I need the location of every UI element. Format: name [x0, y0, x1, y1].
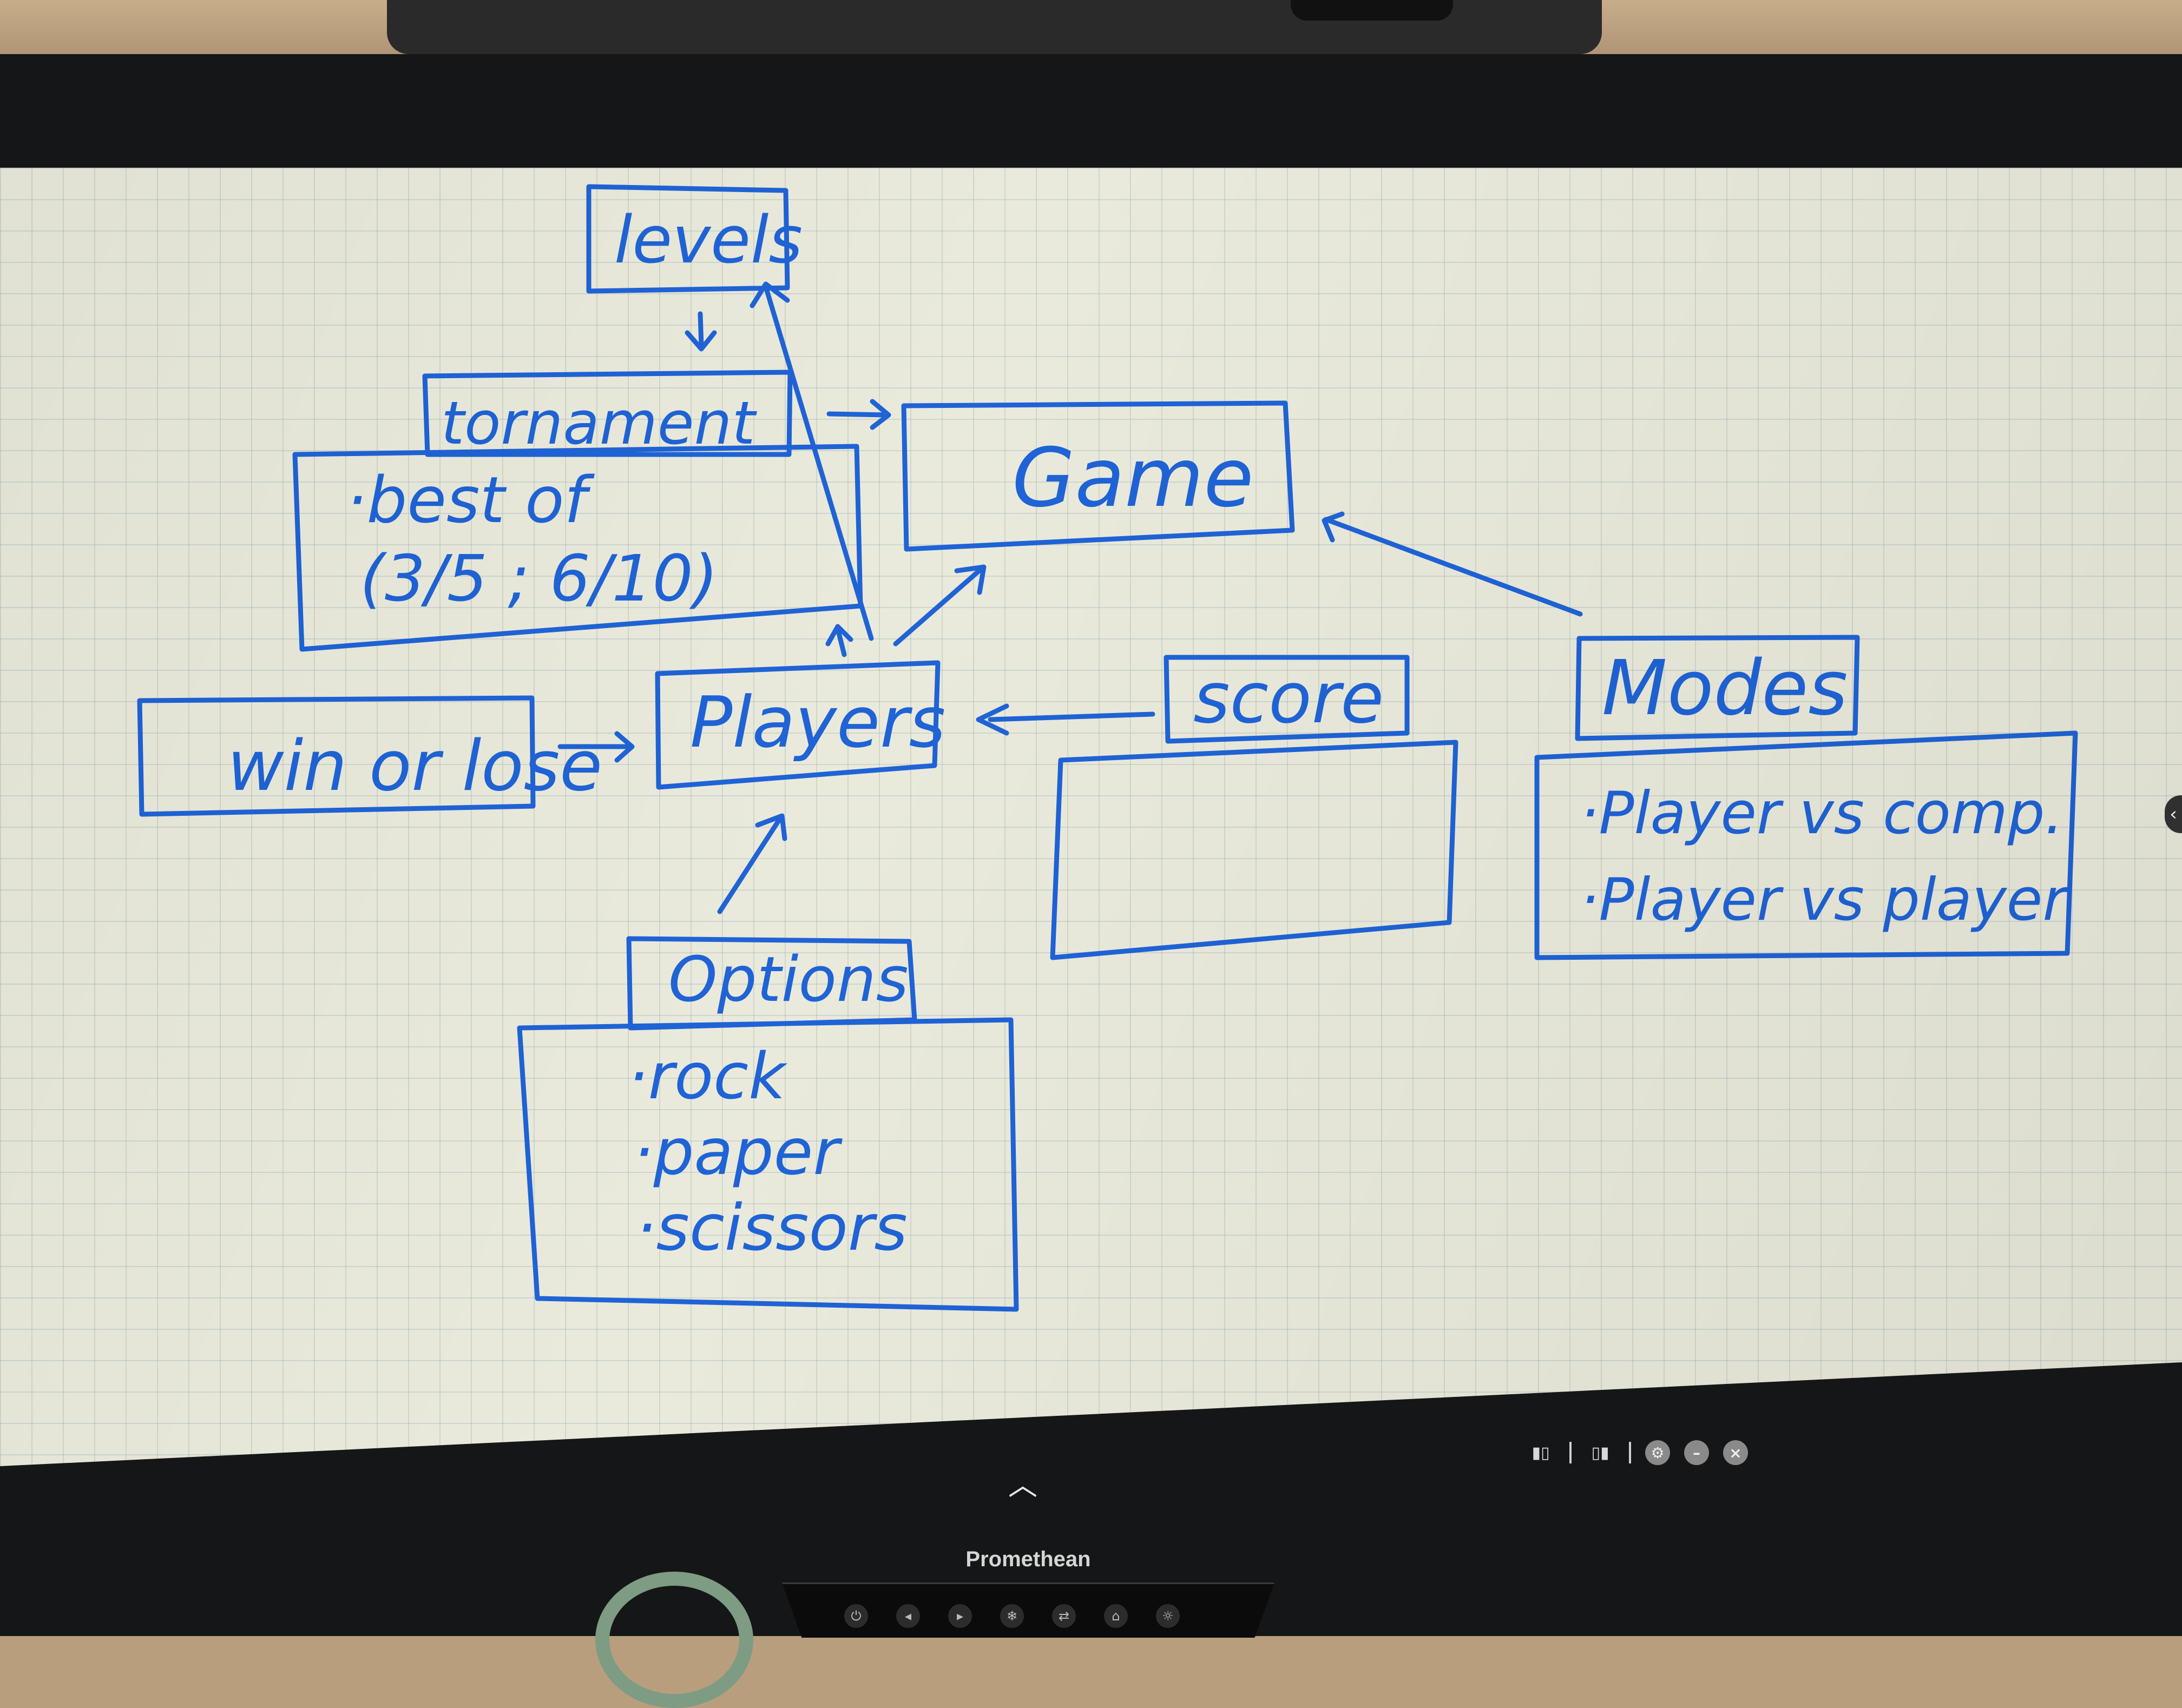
whiteboard-drawing: levels tornament ·best of (3/5 ; 6/10) G… [137, 184, 2078, 1312]
toolbar-divider [1629, 1442, 1631, 1463]
home-icon[interactable]: ⌂ [1104, 1604, 1128, 1628]
chevron-up-icon[interactable]: ︿ [1008, 1468, 1037, 1502]
score-label: score [1193, 657, 1384, 739]
game-label: Game [1012, 431, 1254, 525]
whiteboard-screen[interactable]: levels tornament ·best of (3/5 ; 6/10) G… [0, 168, 2182, 1466]
win-or-lose-box [137, 695, 536, 817]
cable [595, 1572, 753, 1708]
modes-label: Modes [1602, 644, 1848, 733]
arrow-players-to-tournament [825, 624, 853, 657]
arrow-levels-to-tournament [685, 311, 717, 352]
modes-item-1: ·Player vs comp. [1580, 780, 2063, 847]
options-list-box [517, 1017, 1019, 1312]
arrow-players-to-levels [750, 281, 874, 641]
arrow-modes-to-game [1322, 511, 1583, 617]
front-panel-buttons: ⏻ ◂ ▸ ❄ ⇄ ⌂ ☼ [844, 1604, 1180, 1628]
tournament-note-2: (3/5 ; 6/10) [360, 541, 718, 616]
camera-lens [1291, 0, 1453, 21]
volume-up-icon[interactable]: ▸ [948, 1604, 972, 1628]
options-item-paper: ·paper [633, 1115, 843, 1189]
options-item-scissors: ·scissors [636, 1190, 908, 1265]
arrow-tournament-to-game [826, 399, 891, 430]
score-box [1164, 655, 1410, 744]
power-icon[interactable]: ⏻ [844, 1604, 868, 1628]
split-view-left-icon[interactable]: ▮▯ [1532, 1443, 1550, 1462]
options-label: Options [668, 944, 909, 1016]
split-view-right-icon[interactable]: ▯▮ [1591, 1443, 1609, 1462]
options-item-rock: ·rock [628, 1039, 788, 1113]
freeze-icon[interactable]: ❄ [1000, 1604, 1024, 1628]
levels-box [586, 184, 790, 294]
tournament-box [422, 370, 793, 457]
levels-label: levels [614, 203, 803, 278]
screen-toolbar: ▮▯ ▯▮ ⚙ – × [1526, 1436, 1748, 1469]
tournament-label: tornament [441, 388, 757, 458]
minimize-icon[interactable]: – [1684, 1440, 1709, 1465]
players-label: Players [690, 681, 945, 763]
camera-bar [387, 0, 1602, 54]
input-icon[interactable]: ⇄ [1052, 1604, 1076, 1628]
score-content-box [1050, 740, 1458, 960]
brightness-icon[interactable]: ☼ [1156, 1604, 1180, 1628]
close-icon[interactable]: × [1723, 1440, 1748, 1465]
win-or-lose-label: win or lose [227, 726, 602, 807]
arrow-players-to-game [893, 564, 987, 647]
players-box [655, 660, 941, 790]
modes-item-2: ·Player vs player [1580, 866, 2069, 934]
chevron-left-icon[interactable]: ‹ [2165, 795, 2182, 833]
arrow-options-to-players [717, 813, 787, 914]
game-box [901, 400, 1295, 552]
arrow-score-to-players [976, 703, 1155, 736]
arrow-winorlose-to-players [557, 731, 635, 763]
tournament-note-1: ·best of [346, 463, 595, 537]
modes-list-box [1534, 730, 2078, 960]
modes-box [1575, 635, 1860, 741]
settings-icon[interactable]: ⚙ [1645, 1440, 1670, 1465]
volume-down-icon[interactable]: ◂ [896, 1604, 920, 1628]
brand-logo: Promethean [965, 1547, 1091, 1571]
toolbar-divider [1569, 1442, 1572, 1463]
